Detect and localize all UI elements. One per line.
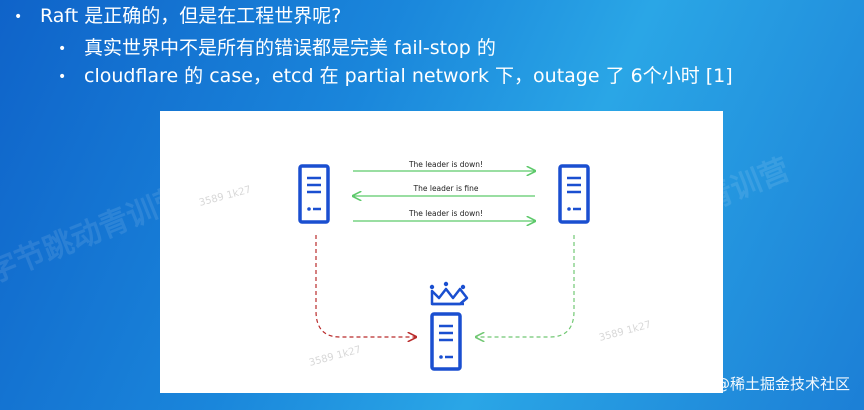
site-watermark: @稀土掘金技术社区 [714, 375, 850, 393]
partial-network-diagram: The leader is down! The leader is fine T… [160, 111, 723, 393]
message-label-3: The leader is down! [408, 209, 483, 218]
svg-text:3589 1k27: 3589 1k27 [198, 184, 253, 208]
server-left-icon [298, 164, 330, 224]
bullet-dot-icon: • [58, 41, 67, 57]
message-label-2: The leader is fine [413, 184, 479, 193]
crown-icon [429, 281, 469, 306]
bullet-text: Raft 是正确的，但是在工程世界呢? [40, 5, 342, 27]
right-to-leader-dashed-arrow [476, 235, 575, 337]
bullet-text: 真实世界中不是所有的错误都是完美 fail-stop 的 [84, 37, 496, 59]
bullet-text: cloudflare 的 case，etcd 在 partial network… [84, 65, 733, 87]
svg-text:3589 1k27: 3589 1k27 [308, 344, 363, 368]
message-arrow-3: The leader is down! [353, 209, 535, 221]
diagram-canvas: The leader is down! The leader is fine T… [198, 160, 653, 371]
bullet-dot-icon: • [14, 9, 23, 25]
message-label-1: The leader is down! [408, 160, 483, 169]
leader-server-icon [430, 312, 462, 371]
svg-text:3589 1k27: 3589 1k27 [598, 319, 653, 343]
message-arrow-2: The leader is fine [353, 184, 535, 196]
left-to-leader-dashed-arrow [315, 235, 416, 337]
server-right-icon [558, 164, 590, 224]
message-arrow-1: The leader is down! [353, 160, 535, 171]
bullet-dot-icon: • [58, 69, 67, 85]
